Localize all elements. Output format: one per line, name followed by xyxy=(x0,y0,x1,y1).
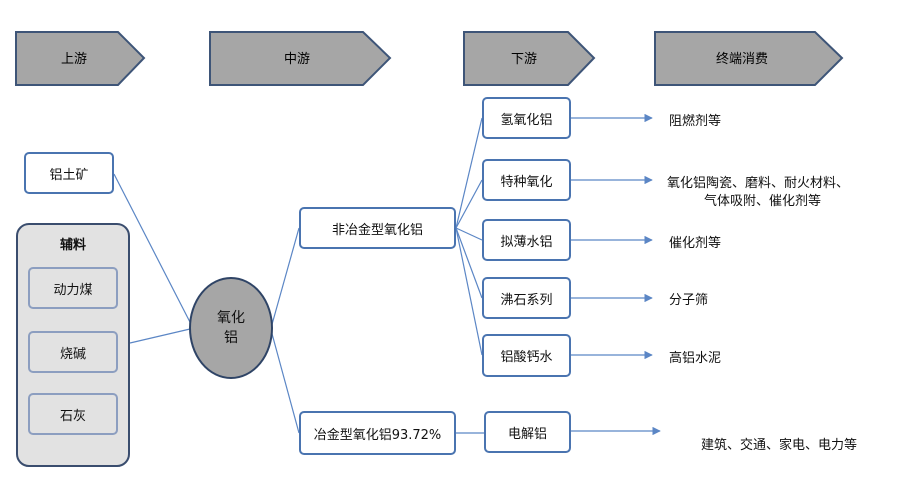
alumina-label-line1: 氧化 xyxy=(217,310,245,326)
downstream-label: 特种氧化 xyxy=(500,174,553,190)
terminal-ceramics-line2: 气体吸附、催化剂等 xyxy=(704,194,822,209)
downstream-label: 拟薄水铝 xyxy=(500,234,553,250)
terminal-flame-retardants: 阻燃剂等 xyxy=(669,114,722,129)
connector-bauxite xyxy=(113,173,194,329)
alumina-node xyxy=(189,277,273,379)
stage-terminal: 终端消费 xyxy=(654,31,844,86)
downstream-zeolite: 沸石系列 xyxy=(482,277,571,319)
aux-item-label: 动力煤 xyxy=(53,282,93,298)
connector-fan-3 xyxy=(455,227,483,299)
aux-item-thermal-coal: 动力煤 xyxy=(28,267,118,309)
connector-fan-4 xyxy=(455,227,483,356)
downstream-label: 沸石系列 xyxy=(500,292,553,308)
connector-non-metallurgical xyxy=(270,227,300,329)
auxiliary-materials-panel: 辅料 动力煤 烧碱 石灰 xyxy=(16,223,130,467)
downstream-aluminium-hydroxide: 氢氧化铝 xyxy=(482,97,571,139)
connector-auxiliary xyxy=(129,328,191,344)
aux-item-lime: 石灰 xyxy=(28,393,118,435)
downstream-pseudo-boehmite: 拟薄水铝 xyxy=(482,219,571,261)
downstream-special-alumina: 特种氧化 xyxy=(482,159,571,201)
aux-item-label: 石灰 xyxy=(59,408,86,424)
stage-upstream-label: 上游 xyxy=(61,52,87,67)
stage-upstream: 上游 xyxy=(15,31,146,86)
downstream-calcium-aluminate: 铝酸钙水 xyxy=(482,334,571,377)
aux-item-label: 烧碱 xyxy=(59,346,86,362)
terminal-ceramics-line1: 氧化铝陶瓷、磨料、耐火材料、 xyxy=(667,176,850,191)
bauxite-box: 铝土矿 xyxy=(24,152,114,194)
non-metallurgical-alumina-box: 非冶金型氧化铝 xyxy=(299,207,456,249)
stage-midstream: 中游 xyxy=(209,31,392,86)
connector-fan-2 xyxy=(455,227,483,241)
downstream-electrolytic-aluminium: 电解铝 xyxy=(484,411,571,453)
metallurgical-label: 冶金型氧化铝93.72% xyxy=(313,427,442,443)
stage-downstream-label: 下游 xyxy=(511,52,537,67)
terminal-catalysts: 催化剂等 xyxy=(669,236,722,251)
downstream-label: 氢氧化铝 xyxy=(500,112,553,128)
bauxite-label: 铝土矿 xyxy=(49,167,89,183)
stage-midstream-label: 中游 xyxy=(284,52,310,67)
terminal-high-alumina-cement: 高铝水泥 xyxy=(669,351,722,366)
metallurgical-alumina-box: 冶金型氧化铝93.72% xyxy=(299,411,456,455)
alumina-label-line2: 铝 xyxy=(224,330,238,346)
connector-metallurgical xyxy=(270,329,300,434)
connector-fan-1 xyxy=(455,179,483,229)
non-metallurgical-label: 非冶金型氧化铝 xyxy=(331,222,423,238)
stage-terminal-label: 终端消费 xyxy=(716,51,768,67)
stage-downstream: 下游 xyxy=(463,31,596,86)
auxiliary-title: 辅料 xyxy=(59,238,86,253)
alumina-node-label: 氧化 铝 xyxy=(190,278,272,378)
downstream-label: 电解铝 xyxy=(507,426,547,442)
aux-item-caustic-soda: 烧碱 xyxy=(28,331,118,373)
terminal-molecular-sieve: 分子筛 xyxy=(669,293,709,308)
downstream-label: 铝酸钙水 xyxy=(500,350,553,365)
connector-fan-0 xyxy=(455,117,483,229)
terminal-construction: 建筑、交通、家电、电力等 xyxy=(701,438,858,453)
